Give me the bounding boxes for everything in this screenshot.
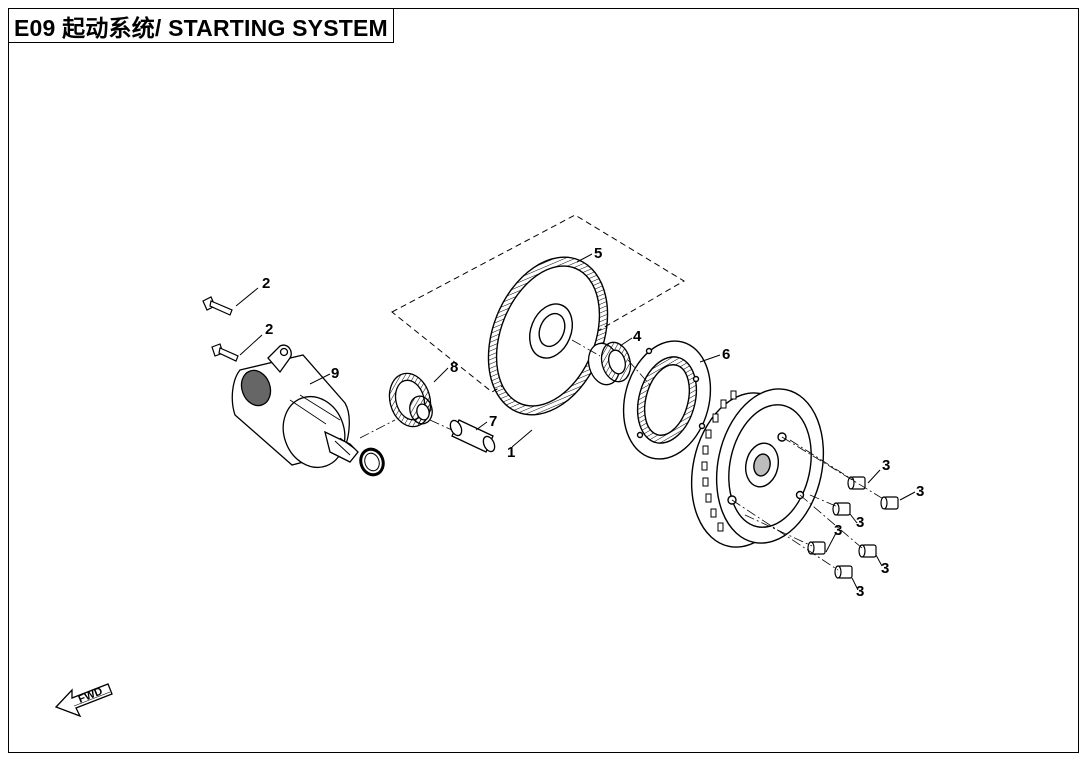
callout-1: 1 bbox=[507, 444, 515, 461]
diagram-frame bbox=[8, 8, 1079, 753]
callout-2-upper: 2 bbox=[262, 275, 270, 292]
callout-leader-lines bbox=[235, 253, 916, 591]
callout-6: 6 bbox=[722, 346, 730, 363]
page-title: E09 起动系统/ STARTING SYSTEM bbox=[14, 14, 388, 41]
starter-motor-part bbox=[231, 344, 359, 469]
flywheel-rotor-part bbox=[690, 388, 825, 548]
callout-3-a: 3 bbox=[882, 457, 890, 474]
callout-3-d: 3 bbox=[834, 522, 842, 539]
callout-3-e: 3 bbox=[881, 560, 889, 577]
callout-9: 9 bbox=[331, 365, 339, 382]
alignment-axis-lines bbox=[359, 339, 886, 571]
callout-3-b: 3 bbox=[916, 483, 924, 500]
o-ring-part bbox=[359, 447, 385, 477]
title-box: E09 起动系统/ STARTING SYSTEM bbox=[8, 8, 394, 43]
socket-bolts-part bbox=[807, 476, 899, 579]
one-way-clutch-part bbox=[622, 340, 712, 460]
bolt-lower-part bbox=[211, 343, 239, 362]
bolt-upper-part bbox=[202, 296, 233, 316]
fwd-direction-arrow: FWD bbox=[54, 683, 113, 718]
callout-4: 4 bbox=[633, 328, 642, 345]
callout-3-c: 3 bbox=[856, 514, 864, 531]
idler-shaft-part bbox=[449, 419, 496, 453]
flywheel-reluctor-marks bbox=[701, 390, 737, 532]
callout-7: 7 bbox=[489, 413, 497, 430]
callout-2-lower: 2 bbox=[265, 321, 273, 338]
assembly-1-dashed-boundary bbox=[391, 214, 685, 393]
callout-5: 5 bbox=[594, 245, 602, 262]
idler-gear-part bbox=[388, 372, 433, 428]
callout-3-f: 3 bbox=[856, 583, 864, 600]
callout-8: 8 bbox=[450, 359, 458, 376]
starter-driven-gear-part bbox=[487, 256, 609, 416]
